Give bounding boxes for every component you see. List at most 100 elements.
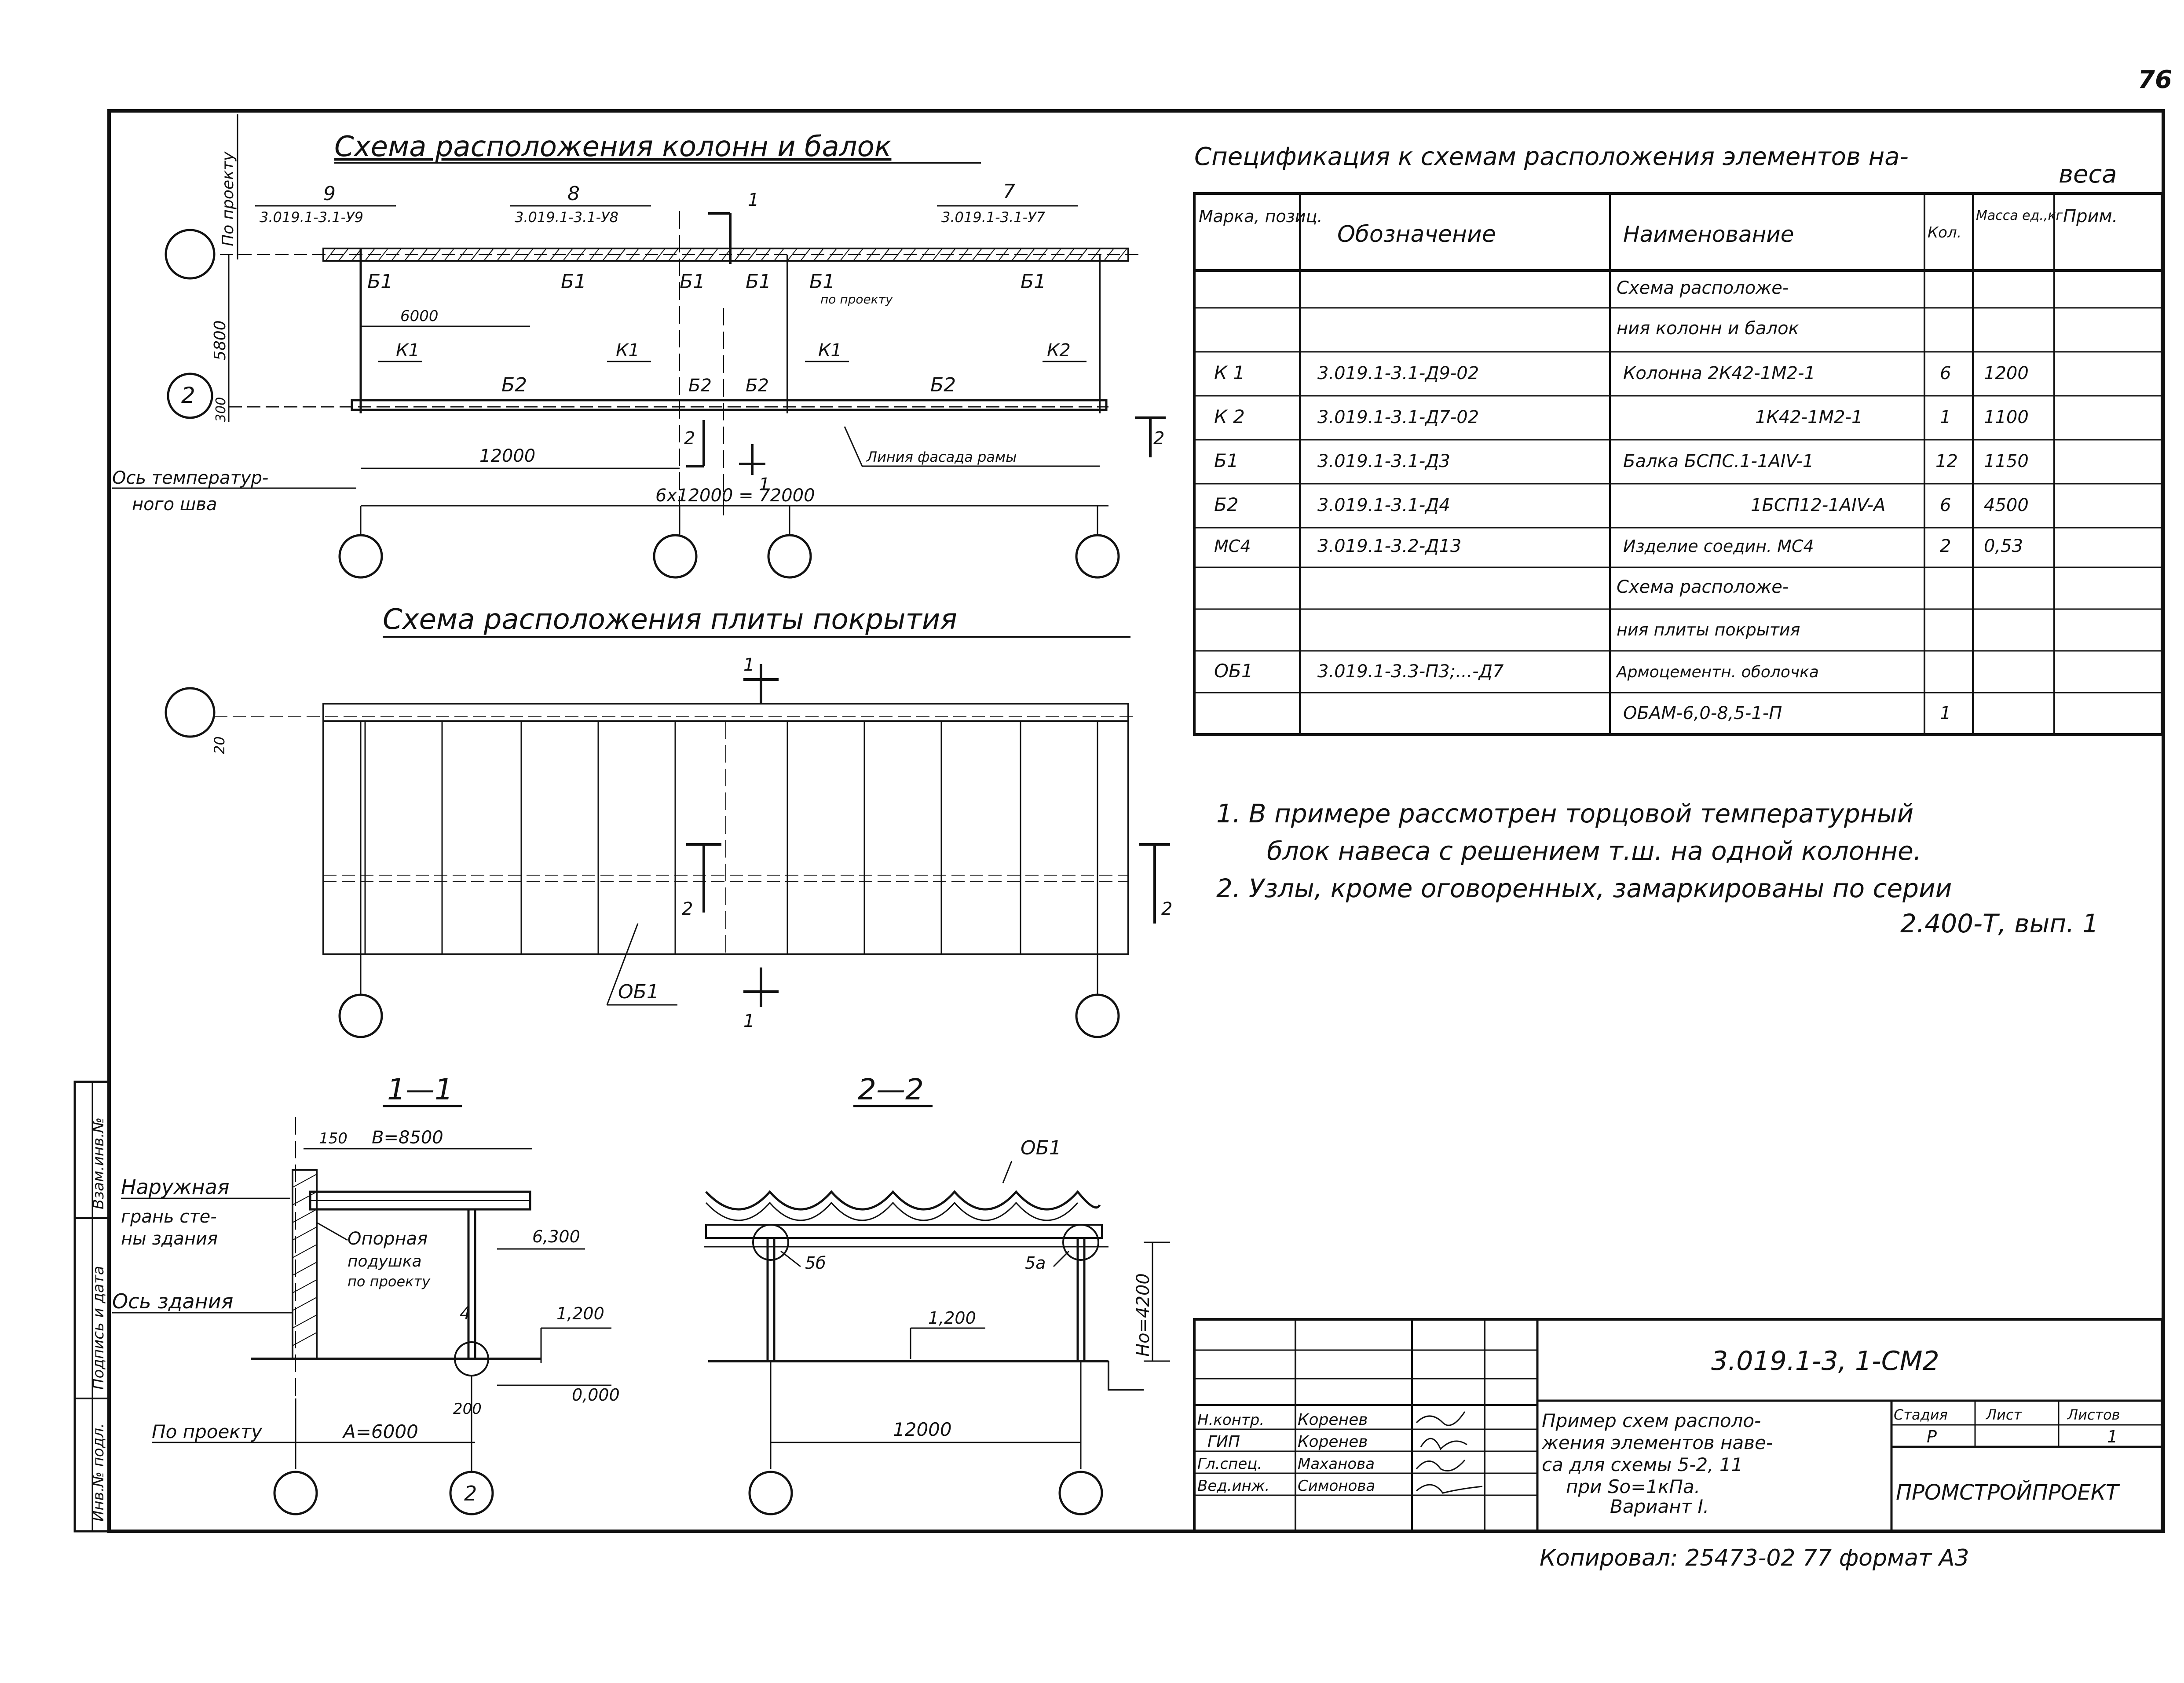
svg-text:ния плиты покрытия: ния плиты покрытия xyxy=(1617,620,1800,639)
note-2a: 2. Узлы, кроме оговоренных, замаркирован… xyxy=(1216,873,1952,903)
notes: 1. В примере рассмотрен торцовой темпера… xyxy=(1216,799,2099,938)
support-pad-3: по проекту xyxy=(348,1273,431,1290)
spec-table: Спецификация к схемам расположения элеме… xyxy=(1193,142,2163,736)
slab-axis-bubble-1 xyxy=(338,993,383,1038)
sheets-label: Листов xyxy=(2067,1406,2120,1423)
desc-line-4: при So=1кПа. xyxy=(1566,1476,1700,1497)
table-row: К 1 3.019.1-3.1-Д9-02 Колонна 2К42-1М2-1… xyxy=(1214,362,2029,383)
side-label-by-project: По проекту xyxy=(219,151,237,246)
table-row: ния плиты покрытия xyxy=(1617,620,1800,639)
beam-b1-label-5: Б1 xyxy=(809,270,835,293)
elev-6300: 6,300 xyxy=(532,1227,580,1246)
slab-mark-ob1: ОБ1 xyxy=(618,981,659,1003)
by-project-dim: По проекту xyxy=(152,1421,263,1442)
ref-9-code: 3.019.1-3.1-У9 xyxy=(260,209,363,226)
section-2-2-title: 2—2 xyxy=(858,1073,924,1106)
slab-axis-bubble-2 xyxy=(1075,993,1120,1038)
support-pad-1: Опорная xyxy=(348,1229,428,1249)
svg-text:1100: 1100 xyxy=(1984,407,2029,427)
section-1-1-title: 1—1 xyxy=(387,1073,453,1106)
signatures xyxy=(1416,1411,1483,1494)
support-pad-2: подушка xyxy=(348,1252,422,1270)
svg-text:3.019.1-3.1-Д7-02: 3.019.1-3.1-Д7-02 xyxy=(1317,407,1479,427)
dim-12000: 12000 xyxy=(479,446,535,466)
axis-bubble-3 xyxy=(767,534,812,579)
svg-text:Б1: Б1 xyxy=(1214,450,1239,471)
axis-bubble-top xyxy=(165,229,216,280)
outer-face-3: ны здания xyxy=(121,1229,218,1249)
cut-1-bottom: 1 xyxy=(759,475,770,495)
sheet-label: Лист xyxy=(1986,1406,2022,1423)
svg-text:1150: 1150 xyxy=(1984,451,2029,471)
dim-total: 6x12000 = 72000 xyxy=(655,486,815,506)
stage-label: Стадия xyxy=(1894,1406,1948,1423)
svg-text:6: 6 xyxy=(1940,363,1951,383)
svg-text:4500: 4500 xyxy=(1984,495,2029,515)
dim-6000: 6000 xyxy=(400,307,439,325)
slab-plan-title: Схема расположения плиты покрытия xyxy=(383,603,957,636)
beam-b1-label-2: Б1 xyxy=(561,270,586,293)
dim-150: 150 xyxy=(319,1130,348,1147)
svg-text:3.019.1-3.2-Д13: 3.019.1-3.2-Д13 xyxy=(1317,536,1461,556)
svg-text:12: 12 xyxy=(1935,451,1958,471)
axis-bubble-2 xyxy=(167,372,213,419)
outer-face-2: грань сте- xyxy=(121,1207,217,1227)
doc-code: 3.019.1-3, 1-СМ2 xyxy=(1711,1346,1939,1376)
node-4-label: 4 xyxy=(460,1303,471,1324)
beam-b2-label-4: Б2 xyxy=(930,374,956,396)
section-2-2: 2—2 ОБ1 5б 5а 1,200 Но=4200 12000 xyxy=(704,1073,1170,1515)
svg-text:К 1: К 1 xyxy=(1214,362,1245,383)
table-row: ния колонн и балок xyxy=(1617,318,1799,339)
title-block: 3.019.1-3, 1-СМ2 Н.контр. Коренев ГИП Ко… xyxy=(1193,1318,2163,1533)
stamp-replace-inv: Взам.инв.№ xyxy=(90,1117,107,1209)
columns-beams-plan: Схема расположения колонн и балок По про… xyxy=(112,114,1166,579)
outer-face-1: Наружная xyxy=(121,1175,230,1199)
svg-text:1200: 1200 xyxy=(1984,363,2029,383)
sec22-axis-bubble-1 xyxy=(748,1471,793,1515)
beam-b1-label-6: Б1 xyxy=(1021,270,1046,293)
dim-20: 20 xyxy=(211,736,228,754)
svg-text:3.019.1-3.1-Д9-02: 3.019.1-3.1-Д9-02 xyxy=(1317,363,1479,383)
ref-7-num: 7 xyxy=(1003,180,1015,203)
spec-header-note: Прим. xyxy=(2063,206,2118,226)
dim-a: А=6000 xyxy=(342,1421,418,1442)
svg-text:3.019.1-3.1-Д4: 3.019.1-3.1-Д4 xyxy=(1317,495,1450,515)
frame-line-note: Линия фасада рамы xyxy=(866,449,1017,465)
slab-plan: Схема расположения плиты покрытия 20 1 2… xyxy=(165,603,1172,1038)
org-name: ПРОМСТРОЙПРОЕКТ xyxy=(1896,1480,2120,1505)
sec22-elev-1200: 1,200 xyxy=(928,1308,976,1328)
svg-text:1: 1 xyxy=(1940,703,1951,723)
col-k1-label-1: К1 xyxy=(396,340,420,361)
spec-header-mark: Марка, позиц. xyxy=(1199,207,1323,226)
col-k1-label-3: К1 xyxy=(818,340,842,361)
node-5a-marker xyxy=(1062,1224,1099,1261)
axis-bubble-4 xyxy=(1075,534,1120,579)
slab-cut-2-right: 2 xyxy=(1161,899,1172,919)
svg-text:ОБАМ-6,0-8,5-1-П: ОБАМ-6,0-8,5-1-П xyxy=(1623,703,1782,723)
columns-plan-title: Схема расположения колонн и балок xyxy=(334,131,892,163)
stage-value: Р xyxy=(1927,1427,1937,1446)
svg-text:2: 2 xyxy=(1940,536,1951,556)
axis-joint-label-2: ного шва xyxy=(132,494,217,515)
sheets-value: 1 xyxy=(2107,1427,2118,1446)
spec-header-designation: Обозначение xyxy=(1337,221,1496,248)
beam-b2-label-1: Б2 xyxy=(501,374,527,396)
slab-cut-1-top: 1 xyxy=(743,655,754,675)
node-5b-label: 5б xyxy=(805,1253,826,1273)
name-1: Коренев xyxy=(1298,1411,1368,1429)
sec11-axis-bubble-2 xyxy=(449,1471,494,1515)
dim-5800: 5800 xyxy=(211,320,229,361)
spec-header-name: Наименование xyxy=(1623,222,1794,247)
sec22-dim-12000: 12000 xyxy=(893,1419,952,1440)
svg-text:ОБ1: ОБ1 xyxy=(1214,660,1253,682)
cut-2-mid: 2 xyxy=(684,428,695,449)
spec-header-qty: Кол. xyxy=(1928,224,1961,241)
spec-title-2: веса xyxy=(2059,160,2117,189)
section-1-1: 1—1 150 В=8500 4 Наружная грань сте- ны … xyxy=(112,1073,620,1515)
svg-text:Колонна 2К42-1М2-1: Колонна 2К42-1М2-1 xyxy=(1623,363,1815,383)
desc-line-3: са для схемы 5-2, 11 xyxy=(1542,1454,1743,1475)
svg-text:Армоцементн. оболочка: Армоцементн. оболочка xyxy=(1616,663,1819,681)
dim-300: 300 xyxy=(213,397,229,422)
table-row: К 2 3.019.1-3.1-Д7-02 1К42-1М2-1 1 1100 xyxy=(1214,406,2029,427)
